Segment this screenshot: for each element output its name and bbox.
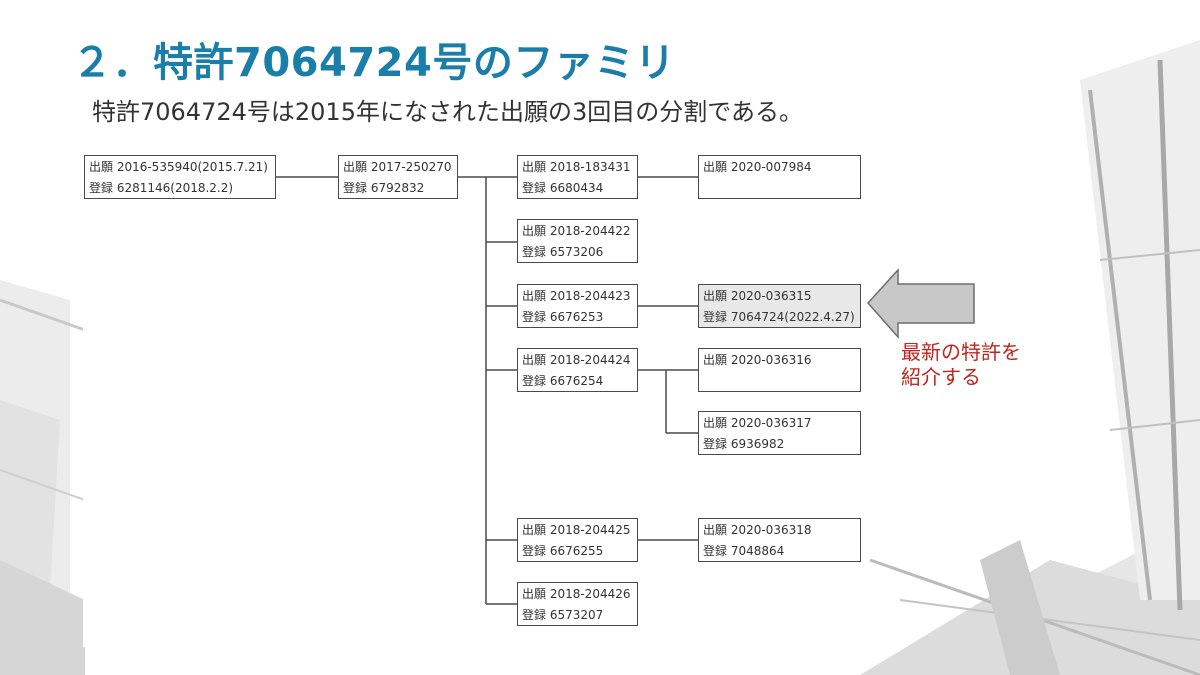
node-application-2018-183431: 出願 2018-183431 登録 6680434 <box>517 155 638 199</box>
callout-text: 最新の特許を 紹介する <box>901 340 1021 390</box>
node-registration-number: 登録 6281146(2018.2.2) <box>89 181 234 195</box>
node-application-2020-036315-highlighted: 出願 2020-036315 登録 7064724(2022.4.27) <box>698 284 861 328</box>
node-application-2018-204424: 出願 2018-204424 登録 6676254 <box>517 348 638 392</box>
node-application-number: 出願 2018-204422 <box>522 224 631 238</box>
node-application-2020-036317: 出願 2020-036317 登録 6936982 <box>698 411 861 455</box>
node-application-number: 出願 2016-535940(2015.7.21) <box>89 160 268 174</box>
callout-line-1: 最新の特許を <box>901 340 1021 364</box>
node-registration-number: 登録 6676255 <box>522 544 604 558</box>
node-registration-number <box>703 371 856 392</box>
node-application-number: 出願 2018-204425 <box>522 523 631 537</box>
diagram-sheet <box>83 150 863 647</box>
node-registration-number: 登録 6573207 <box>522 608 604 622</box>
node-application-2020-036316: 出願 2020-036316 <box>698 348 861 392</box>
page-subtitle: 特許7064724号は2015年になされた出願の3回目の分割である。 <box>92 98 803 126</box>
node-registration-number: 登録 6676254 <box>522 374 604 388</box>
node-application-2020-007984: 出願 2020-007984 <box>698 155 861 199</box>
page-title: ２．特許7064724号のファミリ <box>72 40 676 86</box>
node-application-number: 出願 2020-007984 <box>703 160 812 174</box>
node-registration-number: 登録 7064724(2022.4.27) <box>703 310 855 324</box>
node-application-2016-535940: 出願 2016-535940(2015.7.21) 登録 6281146(201… <box>84 155 276 199</box>
node-application-2020-036318: 出願 2020-036318 登録 7048864 <box>698 518 861 562</box>
callout-line-2: 紹介する <box>901 365 981 389</box>
node-application-2017-250270: 出願 2017-250270 登録 6792832 <box>338 155 458 199</box>
node-application-number: 出願 2017-250270 <box>343 160 452 174</box>
node-application-number: 出願 2018-204423 <box>522 289 631 303</box>
node-application-number: 出願 2020-036316 <box>703 353 812 367</box>
node-application-2018-204425: 出願 2018-204425 登録 6676255 <box>517 518 638 562</box>
node-registration-number: 登録 6676253 <box>522 310 604 324</box>
node-registration-number: 登録 6680434 <box>522 181 604 195</box>
node-application-number: 出願 2020-036315 <box>703 289 812 303</box>
callout-arrow-icon <box>866 268 975 339</box>
node-registration-number: 登録 6936982 <box>703 437 785 451</box>
node-application-number: 出願 2020-036317 <box>703 416 812 430</box>
node-application-number: 出願 2018-204424 <box>522 353 631 367</box>
node-application-number: 出願 2020-036318 <box>703 523 812 537</box>
node-application-2018-204426: 出願 2018-204426 登録 6573207 <box>517 582 638 626</box>
node-application-number: 出願 2018-204426 <box>522 587 631 601</box>
node-registration-number <box>703 178 856 199</box>
node-registration-number: 登録 7048864 <box>703 544 785 558</box>
node-application-number: 出願 2018-183431 <box>522 160 631 174</box>
node-application-2018-204423: 出願 2018-204423 登録 6676253 <box>517 284 638 328</box>
node-registration-number: 登録 6573206 <box>522 245 604 259</box>
node-application-2018-204422: 出願 2018-204422 登録 6573206 <box>517 219 638 263</box>
node-registration-number: 登録 6792832 <box>343 181 425 195</box>
